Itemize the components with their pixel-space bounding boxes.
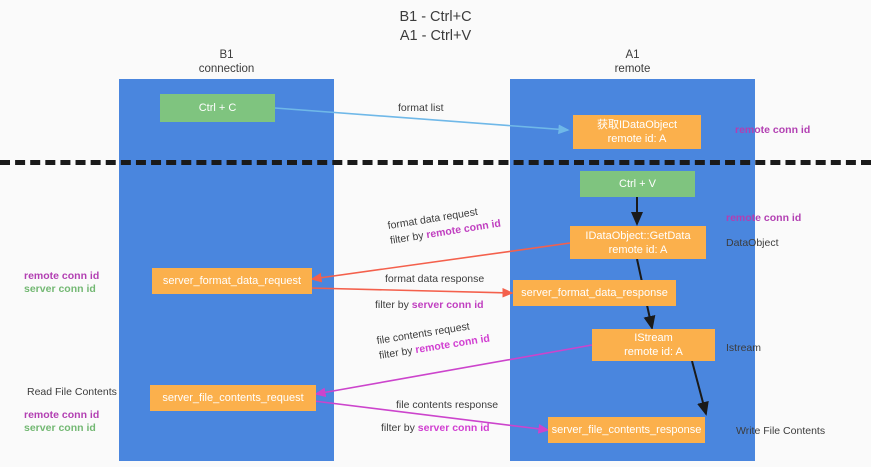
filter-key: server conn id: [411, 299, 484, 311]
edge-label-format-list: format list: [398, 102, 444, 114]
side-label-right-dataobject: DataObject: [726, 237, 779, 249]
side-label-left-server-conn-id: server conn id: [24, 283, 96, 295]
filter-prefix: filter by: [375, 299, 412, 311]
side-label-right-remote-conn-id-top: remote conn id: [735, 124, 811, 136]
edge-label-format-data-response-filter: filter by server conn id: [375, 298, 484, 313]
lane-header-a1: A1 remote: [614, 49, 651, 75]
side-label-left-server-conn-id-2: server conn id: [24, 422, 96, 434]
edge-label-file-contents-response: file contents response: [396, 399, 499, 411]
node-ctrl-v[interactable]: Ctrl + V: [580, 171, 695, 197]
node-ctrl-c[interactable]: Ctrl + C: [160, 94, 275, 122]
side-label-left-remote-conn-id: remote conn id: [24, 270, 100, 282]
side-label-right-istream: Istream: [726, 342, 762, 354]
edge-label-file-contents-request: file contents request filter by remote c…: [376, 317, 491, 364]
side-label-right-write-file-contents: Write File Contents: [736, 425, 826, 437]
node-server-format-data-request[interactable]: server_format_data_request: [152, 268, 312, 294]
node-idataobject-getdata[interactable]: IDataObject::GetData remote id: A: [570, 226, 706, 259]
edge-format-data-response: [309, 287, 514, 298]
filter-prefix: filter by: [381, 422, 418, 434]
node-istream[interactable]: IStream remote id: A: [592, 329, 715, 361]
node-get-idataobject[interactable]: 获取IDataObject remote id: A: [573, 115, 701, 149]
node-server-file-contents-response[interactable]: server_file_contents_response: [548, 417, 705, 443]
edge-label-file-contents-response-filter: filter by server conn id: [381, 421, 490, 436]
filter-key: server conn id: [417, 422, 490, 434]
side-label-right-remote-conn-id-mid: remote conn id: [726, 212, 802, 224]
node-server-file-contents-request[interactable]: server_file_contents_request: [150, 385, 316, 411]
side-label-left-read-file-contents: Read File Contents: [27, 386, 117, 398]
node-server-format-data-response[interactable]: server_format_data_response: [513, 280, 676, 306]
lane-header-b1: B1 connection: [198, 49, 255, 75]
edge-label-format-data-response: format data response: [385, 273, 485, 285]
side-label-left-remote-conn-id-2: remote conn id: [24, 409, 100, 421]
phase-separator: [0, 160, 871, 165]
diagram-title: B1 - Ctrl+C A1 - Ctrl+V: [399, 9, 472, 44]
edge-label-format-data-request: format data request filter by remote con…: [387, 202, 502, 249]
